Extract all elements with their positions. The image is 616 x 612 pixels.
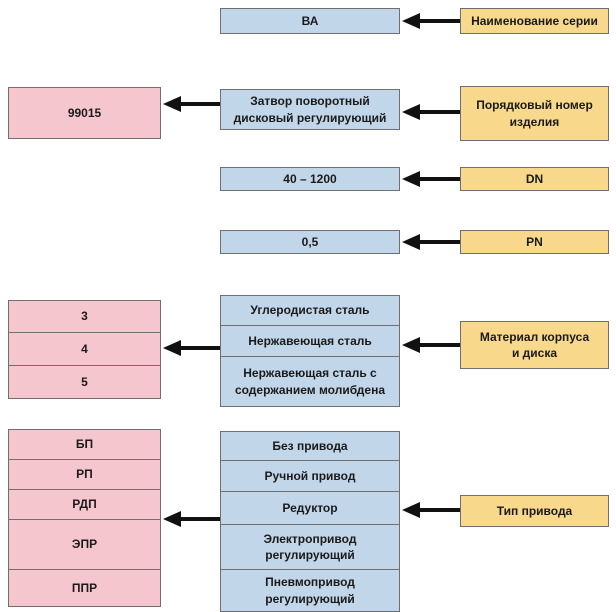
item-code-box: 99015 [8,87,161,139]
drive-code-epr: ЭПР [8,520,161,570]
material-label-box: Материал корпуса и диска [460,321,609,369]
drive-code-rp: РП [8,460,161,490]
material-stainless-steel: Нержавеющая сталь [220,326,400,357]
material-code-4: 4 [8,333,161,366]
series-value-box: ВА [220,8,400,34]
arrow-item-right-head [402,104,420,120]
dn-label-box: DN [460,167,609,191]
arrow-drive-left-head [163,511,181,527]
pn-label-box: PN [460,230,609,254]
material-code-3: 3 [8,300,161,333]
arrow-dn-head [402,171,420,187]
pn-value-box: 0,5 [220,230,400,254]
item-label-box: Порядковый номер изделия [460,86,609,141]
material-carbon-steel: Углеродистая сталь [220,295,400,326]
item-value-box: Затвор поворотный дисковый регулирующий [220,89,400,130]
arrow-material-left-head [163,340,181,356]
drive-none: Без привода [220,431,400,461]
drive-gearbox: Редуктор [220,492,400,525]
arrow-series-head [402,13,420,29]
drive-pneumatic: Пневмопривод регулирующий [220,570,400,612]
series-label-box: Наименование серии [460,8,609,34]
arrow-material-right-head [402,337,420,353]
arrow-pn-head [402,234,420,250]
arrow-item-left-head [163,96,181,112]
drive-electric: Электропривод регулирующий [220,525,400,570]
drive-code-bp: БП [8,429,161,460]
drive-label-box: Тип привода [460,495,609,527]
material-molybdenum-steel: Нержавеющая сталь с содержанием молибден… [220,357,400,407]
material-code-5: 5 [8,366,161,399]
drive-code-ppr: ППР [8,570,161,607]
arrow-drive-right-head [402,502,420,518]
drive-code-rdp: РДП [8,490,161,520]
dn-value-box: 40 – 1200 [220,167,400,191]
drive-manual: Ручной привод [220,461,400,492]
